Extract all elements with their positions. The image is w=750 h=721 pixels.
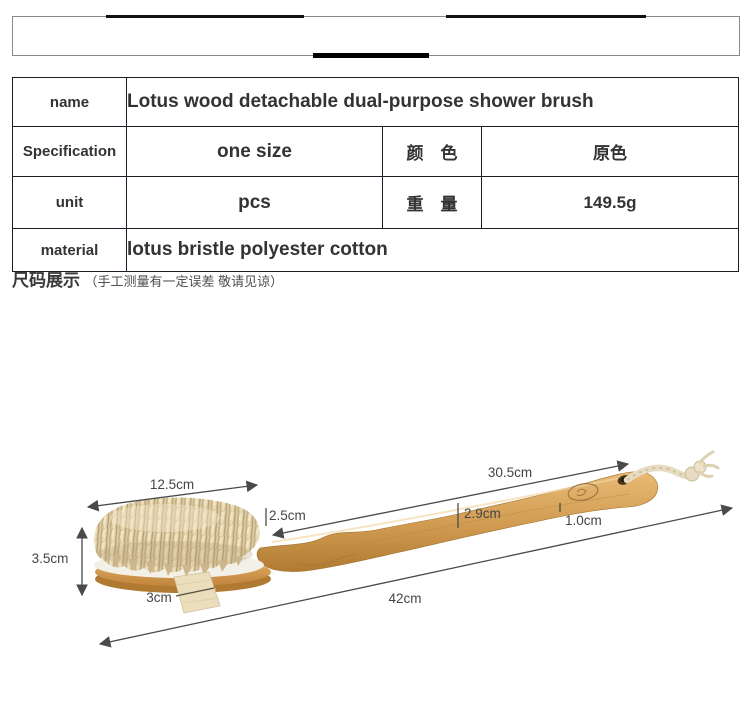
banner-black-line-left	[106, 15, 304, 18]
spec-value-material: lotus bristle polyester cotton	[125, 228, 740, 272]
size-note: 尺码展示 （手工测量有一定误差 敬请见谅）	[12, 266, 283, 291]
size-note-sub: （手工测量有一定误差 敬请见谅）	[84, 274, 284, 289]
dim-line-total-length	[98, 504, 734, 648]
brush-head	[94, 497, 271, 614]
spec-label-unit: unit	[12, 176, 127, 229]
product-figure: 12.5cm 3.5cm 3cm 2.5cm 30.5cm 2.9cm 1.0c…	[0, 286, 750, 716]
dim-label-total: 42cm	[388, 591, 421, 606]
spec-value-size: one size	[126, 126, 383, 177]
spec-table: name Lotus wood detachable dual-purpose …	[12, 77, 740, 272]
banner-black-bar	[313, 53, 429, 58]
spec-value-color: 原色	[480, 126, 740, 177]
spec-value-name: Lotus wood detachable dual-purpose showe…	[125, 77, 740, 127]
dimension-labels: 12.5cm 3.5cm 3cm 2.5cm 30.5cm 2.9cm 1.0c…	[32, 465, 602, 606]
spec-value-weight: 149.5g	[480, 176, 740, 229]
dim-label-head-width: 12.5cm	[150, 477, 194, 492]
dim-label-handle-length: 30.5cm	[488, 465, 532, 480]
dim-line-head-width	[86, 480, 259, 512]
shower-brush-diagram: 12.5cm 3.5cm 3cm 2.5cm 30.5cm 2.9cm 1.0c…	[32, 450, 734, 648]
dimension-lines	[76, 460, 734, 648]
dim-label-strap: 3cm	[146, 590, 172, 605]
spec-label-weight: 重 量	[382, 176, 482, 229]
hang-rope	[623, 450, 720, 484]
dim-label-head-height: 3.5cm	[32, 551, 69, 566]
banner-black-line-right	[446, 15, 646, 18]
spec-label-material: material	[12, 228, 127, 272]
dim-label-handle-width: 2.9cm	[464, 506, 501, 521]
dim-label-tip: 1.0cm	[565, 513, 602, 528]
size-note-title: 尺码展示	[12, 271, 80, 290]
spec-value-unit: pcs	[126, 176, 383, 229]
spec-label-specification: Specification	[12, 126, 127, 177]
spec-label-name: name	[12, 77, 127, 127]
brand-banner	[12, 15, 740, 58]
spec-label-color: 颜 色	[382, 126, 482, 177]
dim-label-neck: 2.5cm	[269, 508, 306, 523]
